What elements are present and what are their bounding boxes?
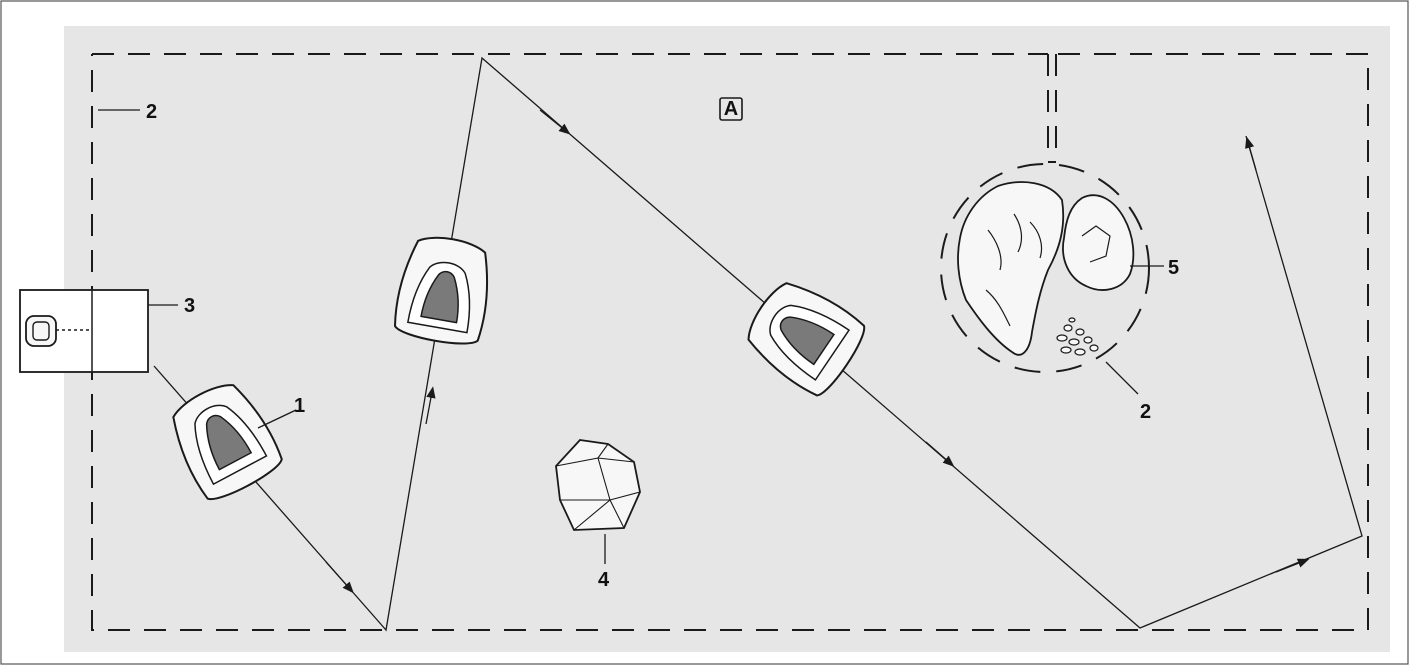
callout-island-wire: 2 — [1140, 401, 1151, 423]
direction-arrows — [325, 109, 1310, 594]
island-boundary-wire — [940, 163, 1150, 373]
arrow-2 — [425, 386, 436, 425]
arrow-1 — [325, 561, 354, 594]
island-obstacle — [957, 181, 1135, 356]
mower-robot-3 — [747, 282, 865, 397]
arrow-5 — [1275, 558, 1310, 573]
lawn-area — [64, 26, 1390, 652]
area-label: A — [724, 98, 738, 120]
docking-station — [19, 289, 149, 373]
area-label-box — [719, 97, 743, 121]
leader-1 — [257, 409, 297, 429]
leader-2-island — [1105, 361, 1139, 395]
wire-corridor — [1047, 54, 1057, 163]
arrow-3 — [539, 109, 571, 135]
callout-obstacle: 4 — [598, 569, 610, 591]
mower-robot-1 — [172, 384, 283, 501]
arrow-6 — [1245, 136, 1257, 171]
callout-mower-robot: 1 — [294, 395, 305, 417]
arrow-4 — [925, 441, 955, 467]
callout-island: 5 — [1168, 257, 1179, 279]
callout-boundary-wire: 2 — [146, 101, 157, 123]
mower-robot-2 — [393, 236, 489, 345]
leader-lines — [98, 109, 1164, 564]
gravel-stones — [1056, 317, 1099, 356]
rock-obstacle — [555, 439, 641, 531]
callout-docking-station: 3 — [184, 295, 195, 317]
boundary-wire — [91, 53, 1369, 631]
